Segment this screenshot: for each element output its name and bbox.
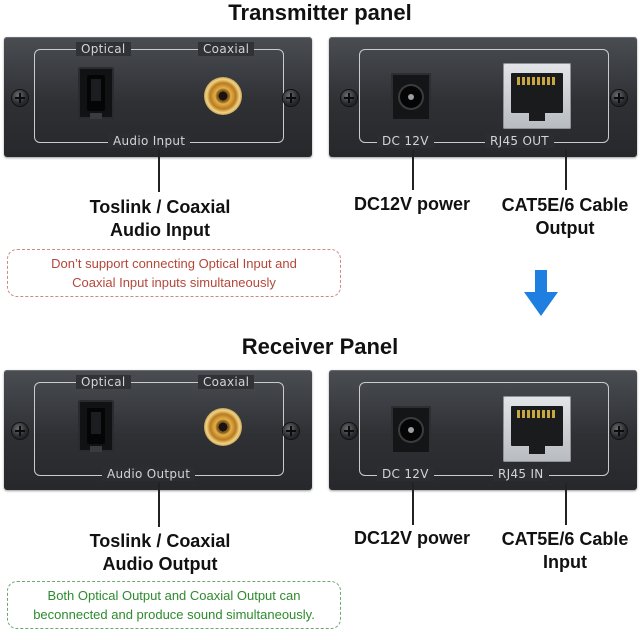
caption-line: Audio Input: [110, 220, 210, 240]
rj45-port: [503, 396, 571, 462]
coaxial-port: [204, 77, 242, 115]
leader-line: [565, 150, 567, 190]
dc-12v-label: DC 12V: [377, 467, 434, 481]
dc-12v-label: DC 12V: [377, 134, 434, 148]
note-line: Don’t support connecting Optical Input a…: [51, 256, 297, 271]
transmitter-audio-panel: Optical Coaxial Audio Input: [4, 37, 312, 157]
audio-input-label: Audio Input: [108, 134, 191, 148]
optical-port: [78, 67, 114, 119]
screw-icon: [611, 90, 627, 106]
dc-power-jack: [391, 406, 431, 454]
receiver-title: Receiver Panel: [241, 334, 399, 359]
coaxial-label: Coaxial: [198, 375, 255, 389]
screw-icon: [12, 423, 28, 439]
screw-icon: [341, 90, 357, 106]
transmitter-network-panel: DC 12V RJ45 OUT: [329, 37, 637, 157]
note-line: Coaxial Input inputs simultaneously: [72, 275, 276, 290]
rj45-in-label: RJ45 IN: [493, 467, 549, 481]
caption-line: Output: [535, 218, 595, 238]
transmitter-warning-note: Don’t support connecting Optical Input a…: [7, 249, 341, 297]
audio-panel-frame: [34, 382, 284, 476]
dc-power-caption: DC12V power: [353, 528, 471, 548]
receiver-network-panel: DC 12V RJ45 IN: [329, 370, 637, 490]
screw-icon: [341, 423, 357, 439]
caption-line: CAT5E/6 Cable: [501, 195, 629, 215]
note-line: beconnected and produce sound simultaneo…: [33, 607, 315, 622]
cable-output-caption: CAT5E/6 Cable Output: [482, 194, 640, 240]
screw-icon: [283, 423, 299, 439]
network-panel-frame: [359, 382, 609, 476]
optical-port: [78, 400, 114, 452]
optical-label: Optical: [76, 375, 131, 389]
leader-line: [158, 483, 160, 527]
rj45-out-label: RJ45 OUT: [485, 134, 554, 148]
screw-icon: [611, 423, 627, 439]
receiver-audio-panel: Optical Coaxial Audio Output: [4, 370, 312, 490]
caption-line: Toslink / Coaxial: [89, 531, 231, 551]
caption-line: Toslink / Coaxial: [89, 197, 231, 217]
leader-line: [412, 483, 414, 525]
rj45-port: [503, 63, 571, 129]
coaxial-port: [204, 408, 242, 446]
caption-line: Audio Output: [102, 554, 218, 574]
note-line: Both Optical Output and Coaxial Output c…: [47, 588, 301, 603]
dc-power-caption: DC12V power: [353, 194, 471, 214]
caption-line: Input: [543, 552, 587, 572]
caption-line: CAT5E/6 Cable: [501, 529, 629, 549]
audio-output-caption: Toslink / Coaxial Audio Output: [40, 530, 280, 576]
leader-line: [412, 150, 414, 190]
dc-power-jack: [391, 73, 431, 121]
optical-label: Optical: [76, 42, 131, 56]
screw-icon: [283, 90, 299, 106]
screw-icon: [12, 90, 28, 106]
leader-line: [158, 150, 160, 192]
leader-line: [565, 483, 567, 525]
arrow-down-icon: [524, 270, 558, 316]
cable-input-caption: CAT5E/6 Cable Input: [482, 528, 640, 574]
audio-output-label: Audio Output: [102, 467, 196, 481]
audio-panel-frame: [34, 49, 284, 143]
coaxial-label: Coaxial: [198, 42, 255, 56]
transmitter-title: Transmitter panel: [228, 0, 412, 25]
receiver-info-note: Both Optical Output and Coaxial Output c…: [7, 581, 341, 629]
audio-input-caption: Toslink / Coaxial Audio Input: [40, 196, 280, 242]
network-panel-frame: [359, 49, 609, 143]
